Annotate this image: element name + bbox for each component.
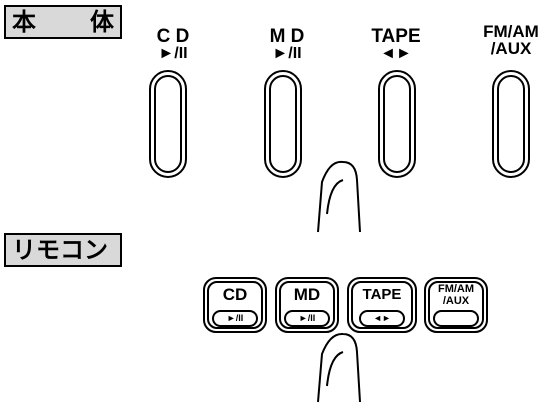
remote-fmam-label: FM/AM	[437, 283, 475, 295]
main-fmam-label: FM/AM	[483, 22, 539, 41]
remote-tag-text: リモコン	[12, 236, 108, 264]
finger-remote	[317, 332, 361, 403]
remote-md-label: MD	[293, 285, 321, 304]
main-md-button	[264, 70, 302, 178]
remote-md-button	[275, 277, 339, 333]
main-fmam-label2: /AUX	[490, 39, 532, 58]
remote-md-symbol: ►/II	[298, 313, 316, 323]
main-md-label: M D	[269, 26, 305, 47]
main-cd-label: C D	[156, 26, 190, 47]
main-unit-tag-right: 体	[90, 8, 114, 36]
main-cd-symbol: ►/II	[158, 45, 188, 62]
main-fmam-button	[492, 70, 530, 178]
remote-tape-button	[347, 277, 417, 333]
remote-tape-label: TAPE	[362, 286, 402, 303]
remote-fmam-button	[424, 277, 488, 333]
remote-cd-symbol: ►/II	[226, 313, 244, 323]
main-unit-tag-left: 本	[12, 8, 36, 36]
remote-tape-symbol: ◄►	[373, 313, 391, 323]
remote-fmam-label2: /AUX	[442, 295, 470, 307]
remote-tag: リモコン	[4, 233, 122, 267]
finger-main	[317, 160, 361, 233]
main-tape-label: TAPE	[371, 26, 421, 47]
main-cd-button	[149, 70, 187, 178]
main-unit-tag: 本 体	[4, 5, 122, 39]
main-tape-button	[378, 70, 416, 178]
main-md-symbol: ►/II	[272, 45, 302, 62]
remote-cd-label: CD	[222, 285, 248, 304]
remote-cd-button	[203, 277, 267, 333]
main-tape-symbol: ◄►	[380, 45, 412, 62]
